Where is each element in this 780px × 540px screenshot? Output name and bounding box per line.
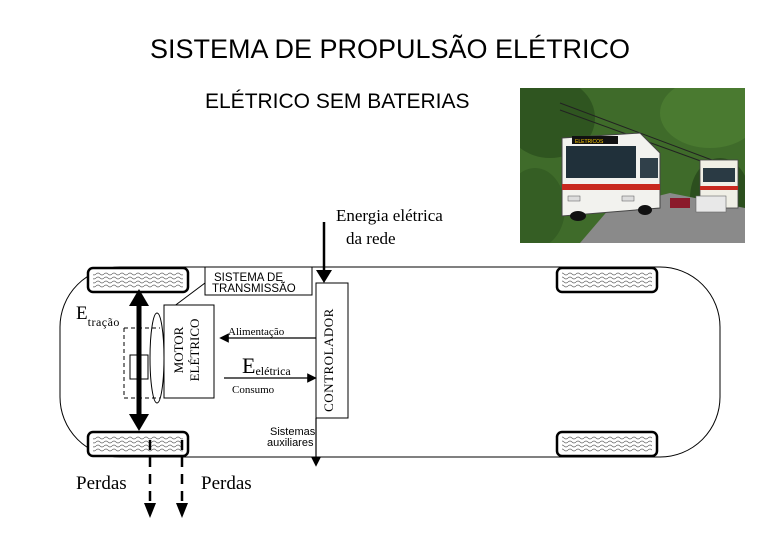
traction-energy-subscript: tração [87, 315, 120, 329]
electric-energy-label: Eelétrica [242, 353, 291, 379]
controller-label: CONTROLADOR [321, 308, 336, 412]
transmission-label-2: TRANSMISSÃO [212, 283, 296, 295]
traction-energy-symbol: E [76, 303, 88, 324]
consumption-label: Consumo [232, 384, 275, 396]
car-red [670, 198, 690, 208]
losses-label-right: Perdas [201, 473, 252, 494]
page-title: SISTEMA DE PROPULSÃO ELÉTRICO [149, 34, 631, 64]
auxiliary-label: Sistemas [270, 426, 316, 438]
grid-energy-label: Energia elétrica [336, 206, 443, 225]
wheel-rear-right [555, 430, 659, 458]
electric-energy-symbol: E [242, 353, 256, 378]
bus-main: ELETRICOS [561, 132, 661, 221]
bus-sign: ELETRICOS [575, 139, 604, 145]
electric-energy-subscript: elétrica [255, 364, 291, 378]
traction-energy-label: Etração [76, 303, 120, 329]
controller-box [315, 282, 349, 419]
grid-energy-label-2: da rede [346, 229, 396, 248]
car-white [695, 195, 727, 213]
motor-box [163, 304, 215, 399]
vehicle-outline [59, 266, 721, 458]
drive-shaft [149, 312, 165, 404]
feed-label: Alimentação [228, 326, 285, 338]
wheel-front-right [555, 266, 659, 294]
wheel-front-left [86, 266, 190, 294]
trolleybus-photo: ELETRICOS [520, 88, 745, 243]
losses-label-left: Perdas [76, 473, 127, 494]
auxiliary-label-2: auxiliares [267, 437, 314, 449]
motor-label-line2: ELÉTRICO [187, 318, 202, 382]
motor-label-line1: MOTOR [171, 326, 186, 374]
transmission-label: SISTEMA DE [214, 272, 284, 284]
page-subtitle: ELÉTRICO SEM BATERIAS [205, 90, 470, 113]
wheel-rear-left [86, 430, 190, 458]
transmission-box [204, 266, 313, 296]
